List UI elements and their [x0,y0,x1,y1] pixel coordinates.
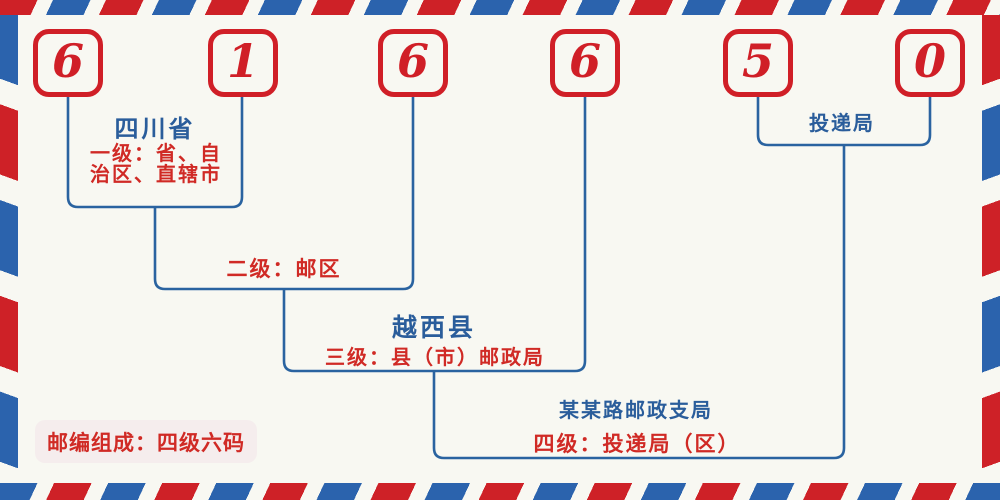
digit-box-2: 1 [208,29,278,97]
level3-county-name: 越西县 [391,313,477,342]
digit-6: 0 [913,34,946,88]
delivery-office-label: 投递局 [809,111,875,135]
level2-description: 二级：邮区 [226,257,342,281]
postcode-composition-badge: 邮编组成：四级六码 [35,420,257,463]
level4-bracket [432,145,846,460]
digit-box-6: 0 [895,29,965,97]
digit-2: 1 [226,34,259,88]
level4-description: 四级：投递局（区） [533,432,741,456]
digit-box-1: 6 [33,29,103,97]
level1-description: 一级：省、自 治区、直辖市 [90,143,222,185]
digit-1: 6 [51,34,84,88]
digit-box-3: 6 [378,29,448,97]
digit-box-4: 6 [550,29,620,97]
level1-description-line1: 一级：省、自 [90,141,222,165]
digit-3: 6 [396,34,429,88]
digit-box-5: 5 [723,29,793,97]
level3-description: 三级：县（市）邮政局 [325,345,545,369]
delivery-bracket [756,97,932,147]
level1-description-line2: 治区、直辖市 [90,162,222,186]
level1-province-name: 四川省 [114,114,196,143]
digit-4: 6 [568,34,601,88]
level4-branch-name: 某某路邮政支局 [559,398,713,422]
digit-5: 5 [741,34,774,88]
